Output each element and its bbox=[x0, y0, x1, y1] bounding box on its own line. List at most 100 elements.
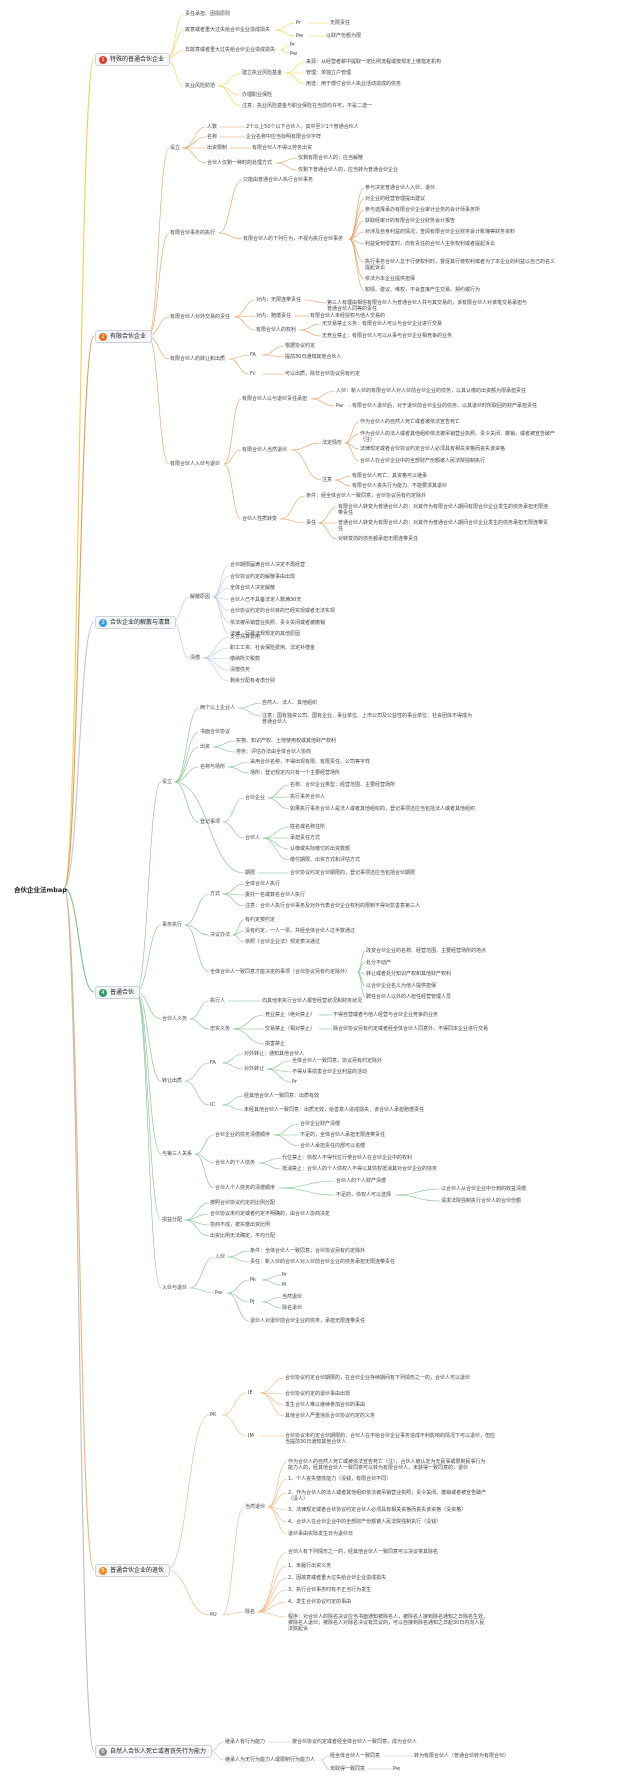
node-e1a3: 发生合伙人难以继续参加合伙的事由 bbox=[285, 1402, 366, 1408]
connector bbox=[395, 1194, 441, 1202]
connector bbox=[212, 587, 230, 598]
node-e2a0: 作为合伙人的自然人死亡或被依法宣告死亡（注）；合伙人被认定为无民事或限制民事行为… bbox=[288, 1459, 486, 1471]
connector bbox=[202, 636, 230, 659]
node-b1: 设立 bbox=[170, 145, 181, 151]
node-e2b0: 合伙人有下列情形之一的，经其他合伙人一致同意可以决议将其除名 bbox=[288, 1549, 439, 1555]
node-c1a: 合伙期限届满合伙人决定不再经营 bbox=[230, 562, 306, 568]
node-d7a: 入伙 bbox=[215, 1254, 226, 1260]
connector bbox=[276, 157, 298, 164]
node-d4b1: 经其他合伙人一致同意：出质有效 bbox=[244, 1093, 320, 1099]
connector bbox=[299, 329, 322, 337]
node-d2c3: 转让或者处分知识产权和其他财产权利 bbox=[366, 971, 452, 977]
node-b5a1: 入伙：新入伙的有限合伙人对入伙前合伙企业的债务，以其认缴的出资额为限承担责任 bbox=[336, 388, 527, 394]
connector bbox=[344, 421, 360, 444]
connector bbox=[135, 924, 162, 993]
node-d1c2: 劳务：评估办法由全体合伙人协商 bbox=[236, 749, 312, 755]
connector bbox=[222, 1095, 244, 1106]
connector bbox=[280, 518, 306, 524]
node-c1c: 全体合伙人决定解散 bbox=[230, 585, 276, 591]
node-d1c: 出资 bbox=[200, 744, 211, 750]
node-b4a2: 提前30日通知其他合伙人 bbox=[285, 354, 342, 360]
section-title: 合伙企业的解散与清算 bbox=[110, 619, 171, 626]
node-b5b3: 法律规定或者合伙协议约定合伙人必须具有相关资格而丧失该资格 bbox=[360, 446, 506, 452]
connector bbox=[260, 1392, 285, 1406]
node-d4: 转让出质 bbox=[162, 1078, 183, 1084]
node-b1c1: 有限合伙人不得以劳务出资 bbox=[252, 145, 313, 151]
node-d1e2b: 承担责任方式 bbox=[290, 835, 321, 841]
section-title: 普通合伙 bbox=[110, 989, 135, 996]
node-b4b: Fc bbox=[250, 371, 256, 377]
connector bbox=[218, 179, 243, 234]
connector bbox=[212, 596, 230, 635]
connector bbox=[184, 1080, 210, 1106]
connector bbox=[184, 924, 210, 973]
node-d3a: 执行人 bbox=[210, 998, 226, 1004]
node-d2a: 方式 bbox=[210, 891, 221, 897]
node-c1: 解散原因 bbox=[190, 594, 211, 600]
node-d1d2: 场所：登记规定内只有一个主要经营场所 bbox=[250, 770, 341, 776]
connector bbox=[147, 147, 170, 337]
connector bbox=[318, 522, 338, 540]
node-d2a1: 全体合伙人执行 bbox=[245, 881, 281, 887]
connector bbox=[276, 162, 298, 171]
node-a3b: Þw bbox=[290, 51, 298, 57]
connector bbox=[222, 1611, 245, 1616]
connector bbox=[262, 345, 285, 356]
connector bbox=[234, 316, 256, 331]
node-a2: 故意或者重大过失给合伙企业造成损失 bbox=[185, 27, 271, 33]
connector bbox=[222, 1506, 245, 1616]
node-c2d: 清偿债务 bbox=[230, 667, 251, 673]
connector bbox=[257, 1611, 288, 1618]
connector bbox=[395, 1188, 441, 1196]
connector bbox=[135, 781, 162, 993]
node-c1d: 合伙人已不具备法定人数满30天 bbox=[230, 596, 302, 603]
node-c1e: 合伙协议约定的合伙目的已经实现或者无法实现 bbox=[230, 608, 336, 614]
connector bbox=[274, 1123, 300, 1136]
connector bbox=[184, 1202, 210, 1221]
node-d7b2a: 当然退伙 bbox=[282, 1294, 303, 1300]
connector bbox=[223, 398, 242, 465]
node-a4a2: 管理：单独立户管理 bbox=[306, 70, 352, 76]
connector bbox=[258, 1157, 282, 1164]
node-a2b1: 以财产份额为限 bbox=[326, 33, 362, 39]
connector bbox=[344, 442, 360, 462]
node-e1a2: 合伙协议约定的退伙事由出现 bbox=[285, 1391, 351, 1397]
node-d7b1: Þk bbox=[250, 1277, 256, 1283]
connector bbox=[311, 398, 336, 407]
connector bbox=[227, 1256, 250, 1263]
node-d5: 与第三人关系 bbox=[162, 1151, 193, 1157]
connector bbox=[202, 657, 230, 671]
node-b5b4: 合伙人在合伙企业中的全部财产份额被人民法院强制执行 bbox=[360, 458, 486, 464]
node-d7b1b: Þl bbox=[282, 1282, 287, 1288]
node-d1a2: 注意：国有独资公司、国有企业、事业单位、上市公司及公益性的事业单位、社会团体不得… bbox=[262, 713, 473, 725]
connector bbox=[267, 797, 290, 810]
connector bbox=[280, 495, 306, 520]
connector bbox=[212, 596, 230, 623]
connector bbox=[227, 1250, 250, 1258]
connector bbox=[285, 61, 306, 74]
node-b2: 有限合伙事务的执行 bbox=[170, 230, 216, 236]
connector bbox=[135, 991, 162, 1289]
node-b2b8: 依法为本企业提供担保 bbox=[365, 276, 416, 282]
connector bbox=[202, 657, 230, 682]
node-d7b: Þw bbox=[215, 1290, 223, 1296]
node-d4b2: 未经其他合伙人一致同意：出质无效，给善意人造成损失，该合伙人承担赔偿责任 bbox=[244, 1107, 425, 1113]
node-b1d2: 仅剩下普通合伙人的，应当转为普通合伙企业 bbox=[298, 167, 399, 173]
connector bbox=[174, 731, 200, 783]
node-d7a2: 责任：新入伙的合伙人对入伙前合伙企业的债务承担无限连带责任 bbox=[250, 1259, 396, 1265]
connector bbox=[318, 506, 338, 524]
connector bbox=[135, 991, 162, 1221]
connector bbox=[232, 934, 245, 943]
connector bbox=[222, 1392, 248, 1416]
connector bbox=[222, 1414, 248, 1437]
node-d1e1: 合伙企业 bbox=[245, 795, 266, 801]
section-number-badge: 6 bbox=[99, 1748, 107, 1756]
node-b1a1: 2个以上50个以下合伙人，其中至少1个普通合伙人 bbox=[246, 124, 359, 130]
